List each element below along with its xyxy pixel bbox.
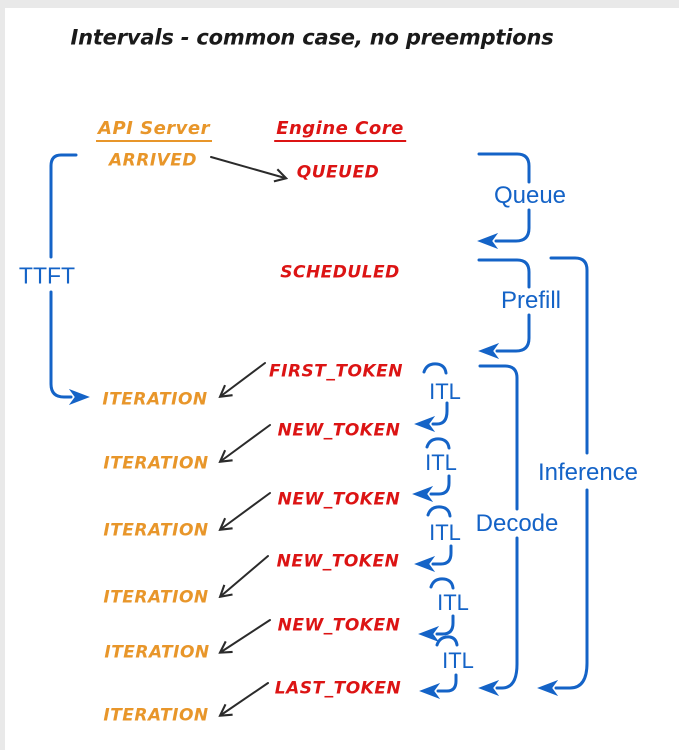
inference-bracket-top — [549, 256, 589, 455]
ttft-bracket-top — [49, 153, 78, 259]
column-header-engine-core: Engine Core — [274, 120, 406, 142]
itl-arc-5 — [435, 635, 459, 647]
event-new-token-4: NEW_TOKEN — [277, 615, 401, 636]
event-new-token-3: NEW_TOKEN — [276, 551, 400, 572]
page-background — [5, 8, 679, 750]
event-new-token-1: NEW_TOKEN — [277, 420, 401, 441]
interval-label-itl-5: ITL — [442, 648, 474, 673]
arrow-new-token-to-iteration-1 — [221, 424, 271, 461]
interval-label-ttft: TTFT — [18, 262, 76, 289]
decode-bracket-top — [478, 364, 519, 511]
interval-label-prefill: Prefill — [500, 287, 562, 314]
event-last-token: LAST_TOKEN — [274, 678, 402, 699]
arrow-last-token-to-iteration — [221, 682, 269, 715]
interval-label-decode: Decode — [475, 510, 559, 537]
prefill-bracket-top — [477, 258, 531, 289]
interval-label-itl-4: ITL — [437, 590, 469, 615]
itl-hook-arrow-5 — [419, 673, 458, 699]
interval-label-queue: Queue — [493, 182, 567, 209]
interval-label-itl-1: ITL — [429, 379, 461, 404]
event-iteration-5: ITERATION — [104, 642, 210, 663]
event-new-token-2: NEW_TOKEN — [277, 489, 401, 510]
event-iteration-4: ITERATION — [103, 587, 209, 608]
queue-bracket-top — [477, 152, 531, 184]
event-iteration-1: ITERATION — [102, 389, 208, 410]
arrow-new-token-to-iteration-3 — [221, 555, 269, 596]
arrow-new-token-to-iteration-4 — [221, 619, 271, 652]
itl-arc-1 — [422, 362, 448, 375]
event-scheduled: SCHEDULED — [280, 262, 400, 283]
event-iteration-6: ITERATION — [103, 705, 209, 726]
arrow-arrived-to-queued — [210, 156, 285, 178]
itl-hook-arrow-1 — [414, 401, 449, 432]
arrow-new-token-to-iteration-2 — [221, 492, 271, 529]
arrow-first-token-to-iteration — [221, 362, 266, 396]
interval-label-itl-2: ITL — [425, 450, 457, 475]
event-first-token: FIRST_TOKEN — [269, 361, 403, 382]
interval-label-inference: Inference — [537, 459, 639, 486]
page-title: Intervals - common case, no preemptions — [70, 25, 554, 50]
itl-arc-2 — [425, 437, 451, 450]
column-header-api-server: API Server — [96, 120, 212, 142]
itl-arc-3 — [426, 505, 452, 518]
itl-hook-arrow-2 — [412, 474, 451, 502]
event-iteration-3: ITERATION — [103, 520, 209, 541]
itl-arc-4 — [429, 577, 455, 590]
event-iteration-2: ITERATION — [103, 453, 209, 474]
itl-hook-arrow-3 — [414, 544, 453, 572]
prefill-bracket-arrow — [478, 313, 531, 359]
inference-bracket-arrow — [537, 488, 589, 696]
ttft-bracket-arrow — [49, 290, 90, 405]
decode-bracket-arrow — [478, 536, 519, 696]
interval-label-itl-3: ITL — [429, 520, 461, 545]
itl-hook-arrow-4 — [418, 614, 455, 642]
event-queued: QUEUED — [296, 162, 380, 183]
queue-bracket-arrow — [477, 208, 531, 249]
event-arrived: ARRIVED — [108, 150, 198, 171]
